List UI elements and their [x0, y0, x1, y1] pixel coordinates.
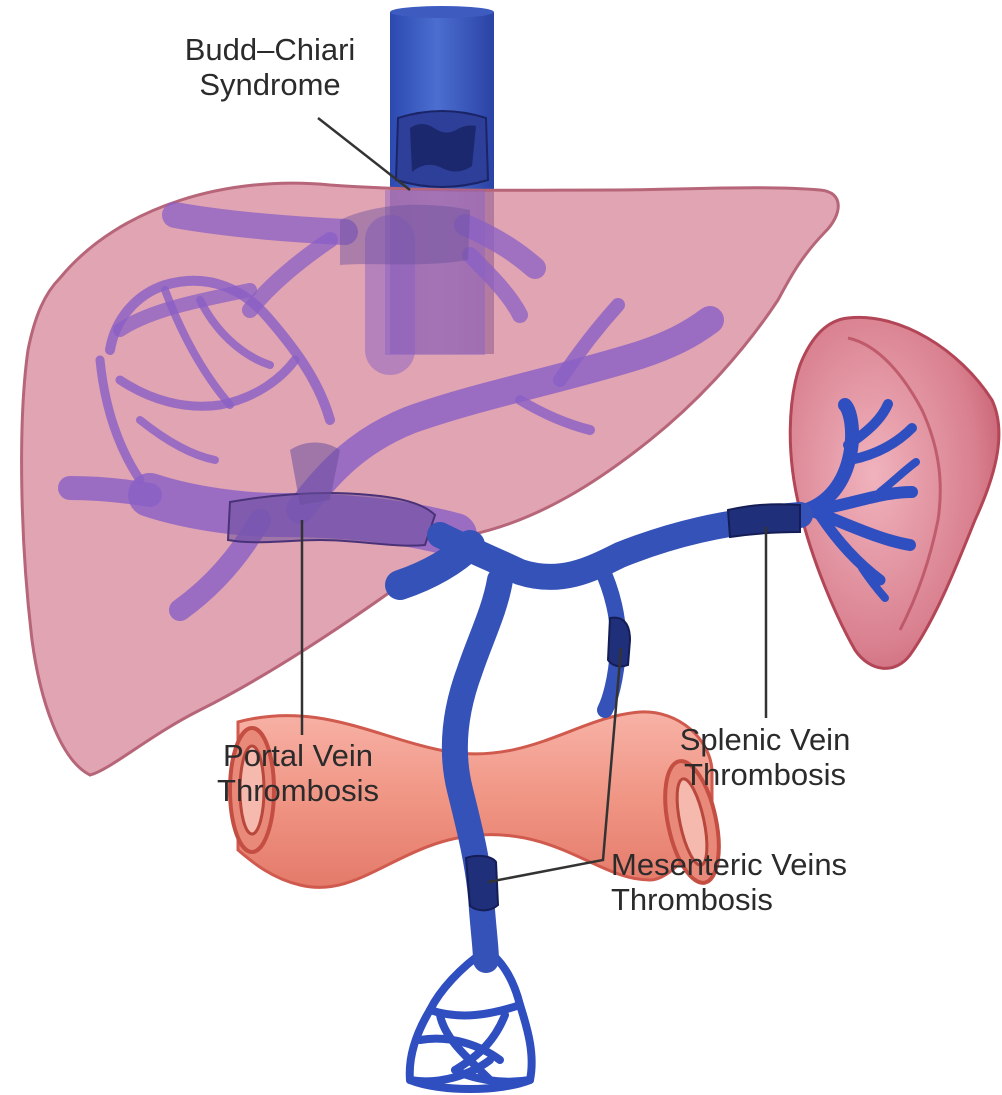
label-mesenteric-veins-thrombosis: Mesenteric Veins Thrombosis: [611, 847, 911, 917]
mesenteric-network: [410, 950, 532, 1089]
label-mesenteric-line2: Thrombosis: [611, 882, 911, 917]
mesenteric-clot-lower: [466, 856, 498, 910]
label-splenic-vein-thrombosis: Splenic Vein Thrombosis: [655, 722, 875, 792]
label-splenic-line1: Splenic Vein: [655, 722, 875, 757]
label-budd-chiari-line2: Syndrome: [160, 67, 380, 102]
hepatic-vein-clot: [396, 111, 488, 187]
splenic-vein-clot: [728, 504, 800, 537]
label-portal-line2: Thrombosis: [188, 773, 408, 808]
label-splenic-line2: Thrombosis: [655, 757, 875, 792]
label-budd-chiari-syndrome: Budd–Chiari Syndrome: [160, 32, 380, 102]
label-mesenteric-line1: Mesenteric Veins: [611, 847, 911, 882]
label-portal-line1: Portal Vein: [188, 738, 408, 773]
label-budd-chiari-line1: Budd–Chiari: [160, 32, 380, 67]
label-portal-vein-thrombosis: Portal Vein Thrombosis: [188, 738, 408, 808]
